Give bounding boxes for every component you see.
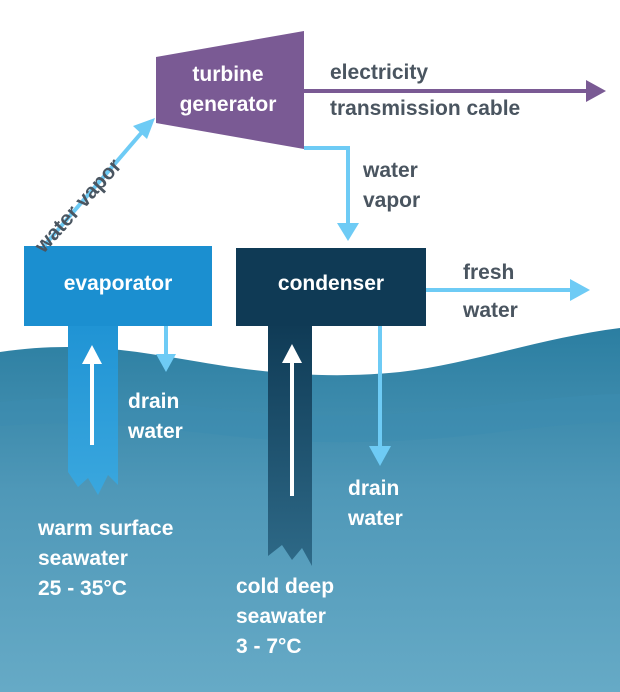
electricity-label-line1: electricity xyxy=(330,61,429,84)
drain-water-left-label: drain water xyxy=(128,387,183,447)
drain-water-right-line2: water xyxy=(348,507,403,530)
electricity-label-line2: transmission cable xyxy=(330,97,521,120)
fresh-water-line2: water xyxy=(463,299,518,322)
drain-arrow-right-head xyxy=(369,446,391,466)
warm-seawater-line1: warm surface xyxy=(38,517,174,540)
fresh-water-label: fresh water xyxy=(463,258,518,326)
warm-seawater-line2: seawater xyxy=(38,547,128,570)
cold-seawater-label: cold deep seawater 3 - 7°C xyxy=(236,572,334,662)
evaporator-label: evaporator xyxy=(63,272,173,295)
drain-water-right-label: drain water xyxy=(348,474,403,534)
cold-seawater-temp: 3 - 7°C xyxy=(236,635,302,658)
fresh-water-line1: fresh xyxy=(463,261,515,284)
turbine-label-line1: turbine xyxy=(192,63,264,86)
cold-seawater-line1: cold deep xyxy=(236,575,335,598)
warm-seawater-temp: 25 - 35°C xyxy=(38,577,127,600)
electricity-arrowhead xyxy=(586,80,606,102)
turbine-generator-shape xyxy=(156,31,304,149)
cold-water-up-arrowhead xyxy=(282,344,302,363)
drain-arrow-left-head xyxy=(156,354,176,372)
turbine-label-line2: generator xyxy=(179,93,277,116)
drain-water-left-line1: drain xyxy=(128,390,180,413)
water-vapor-right-label: water vapor xyxy=(363,156,420,216)
vapor-arrow-up-head xyxy=(133,118,155,139)
condenser-box xyxy=(236,248,426,326)
vapor-arrow-up-line xyxy=(42,129,145,248)
evaporator-box xyxy=(24,246,212,326)
vapor-arrow-down-line xyxy=(304,146,350,227)
turbine-label: turbine generator xyxy=(172,60,284,120)
electricity-label: electricity transmission cable xyxy=(330,58,520,124)
vapor-arrow-down-head xyxy=(337,223,359,241)
warm-seawater-label: warm surface seawater 25 - 35°C xyxy=(38,514,173,604)
cold-seawater-line2: seawater xyxy=(236,605,326,628)
warm-water-up-arrowhead xyxy=(82,345,102,364)
drain-water-left-line2: water xyxy=(128,420,183,443)
water-vapor-right-line2: vapor xyxy=(363,189,421,212)
fresh-water-arrowhead xyxy=(570,279,590,301)
condenser-label: condenser xyxy=(277,272,385,295)
water-vapor-right-line1: water xyxy=(363,159,418,182)
drain-water-right-line1: drain xyxy=(348,477,400,500)
